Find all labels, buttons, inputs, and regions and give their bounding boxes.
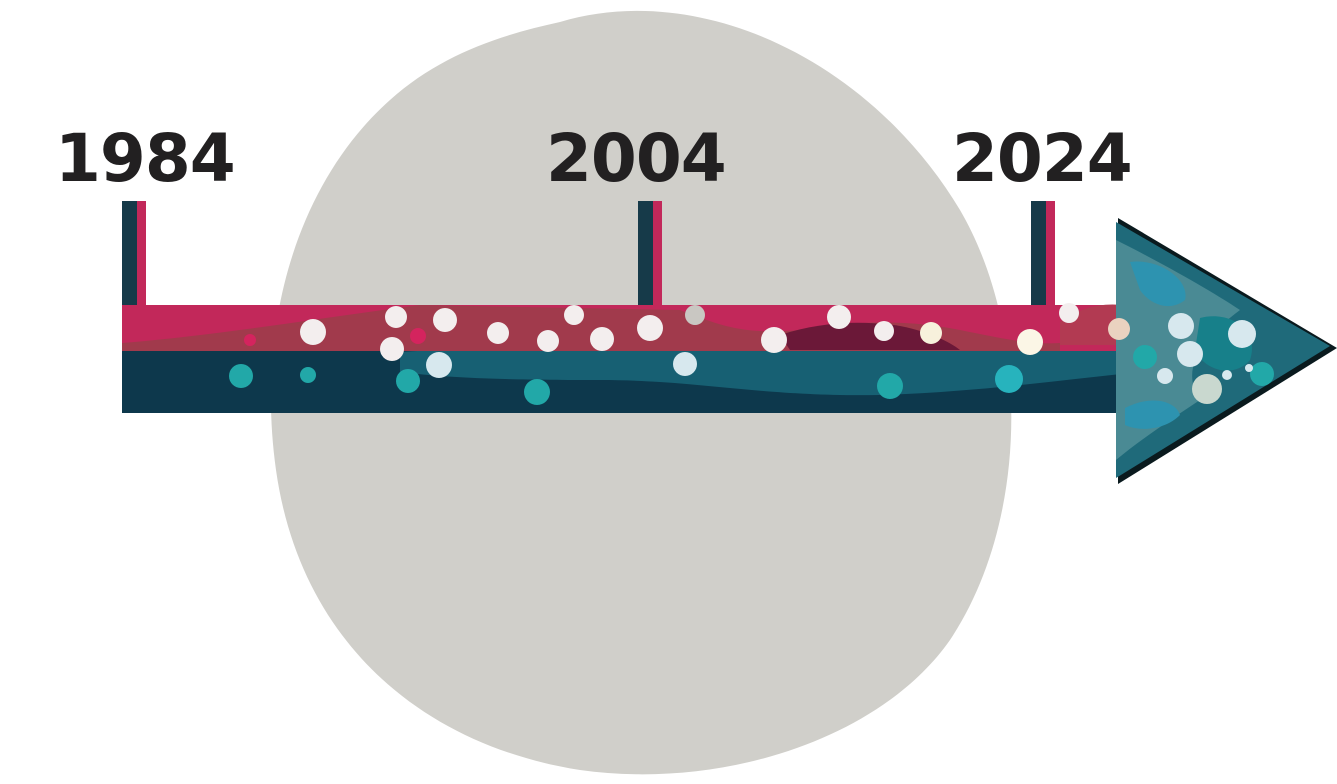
dot: [1168, 313, 1194, 339]
year-label-2004: 2004: [546, 120, 726, 197]
year-label-1984: 1984: [55, 120, 235, 197]
dot: [396, 369, 420, 393]
dot: [564, 305, 584, 325]
dot: [590, 327, 614, 351]
dot: [229, 364, 253, 388]
dot: [410, 328, 426, 344]
dot: [1017, 329, 1043, 355]
band-lower: [400, 344, 1140, 396]
dot: [1192, 374, 1222, 404]
dot: [244, 334, 256, 346]
dot: [920, 322, 942, 344]
dot: [1133, 345, 1157, 369]
dot: [874, 321, 894, 341]
dot: [685, 305, 705, 325]
year-label-2024: 2024: [952, 120, 1132, 197]
dot: [537, 330, 559, 352]
dot: [1059, 303, 1079, 323]
tick-2004: [638, 201, 662, 307]
dot: [524, 379, 550, 405]
dot: [1228, 320, 1256, 348]
dot: [433, 308, 457, 332]
dot: [1222, 370, 1232, 380]
dot: [761, 327, 787, 353]
dot: [877, 373, 903, 399]
dot: [1250, 362, 1274, 386]
dot: [487, 322, 509, 344]
dot: [385, 306, 407, 328]
dot: [1177, 341, 1203, 367]
dot: [300, 319, 326, 345]
dot: [1157, 368, 1173, 384]
arrow-head-icon: [1116, 218, 1337, 484]
dot: [995, 365, 1023, 393]
dot: [300, 367, 316, 383]
pink-accent-dots: [244, 328, 426, 346]
tick-1984: [122, 201, 146, 307]
dot: [426, 352, 452, 378]
dot: [1108, 318, 1130, 340]
band-mid-dark: [780, 322, 960, 350]
tick-2024: [1031, 201, 1055, 307]
dot: [673, 352, 697, 376]
dot: [827, 305, 851, 329]
light-dots: [426, 313, 1256, 404]
teal-band-dots: [229, 345, 1274, 405]
dot: [380, 337, 404, 361]
dot: [637, 315, 663, 341]
dot: [1245, 364, 1253, 372]
pink-band-dots: [300, 303, 1130, 361]
